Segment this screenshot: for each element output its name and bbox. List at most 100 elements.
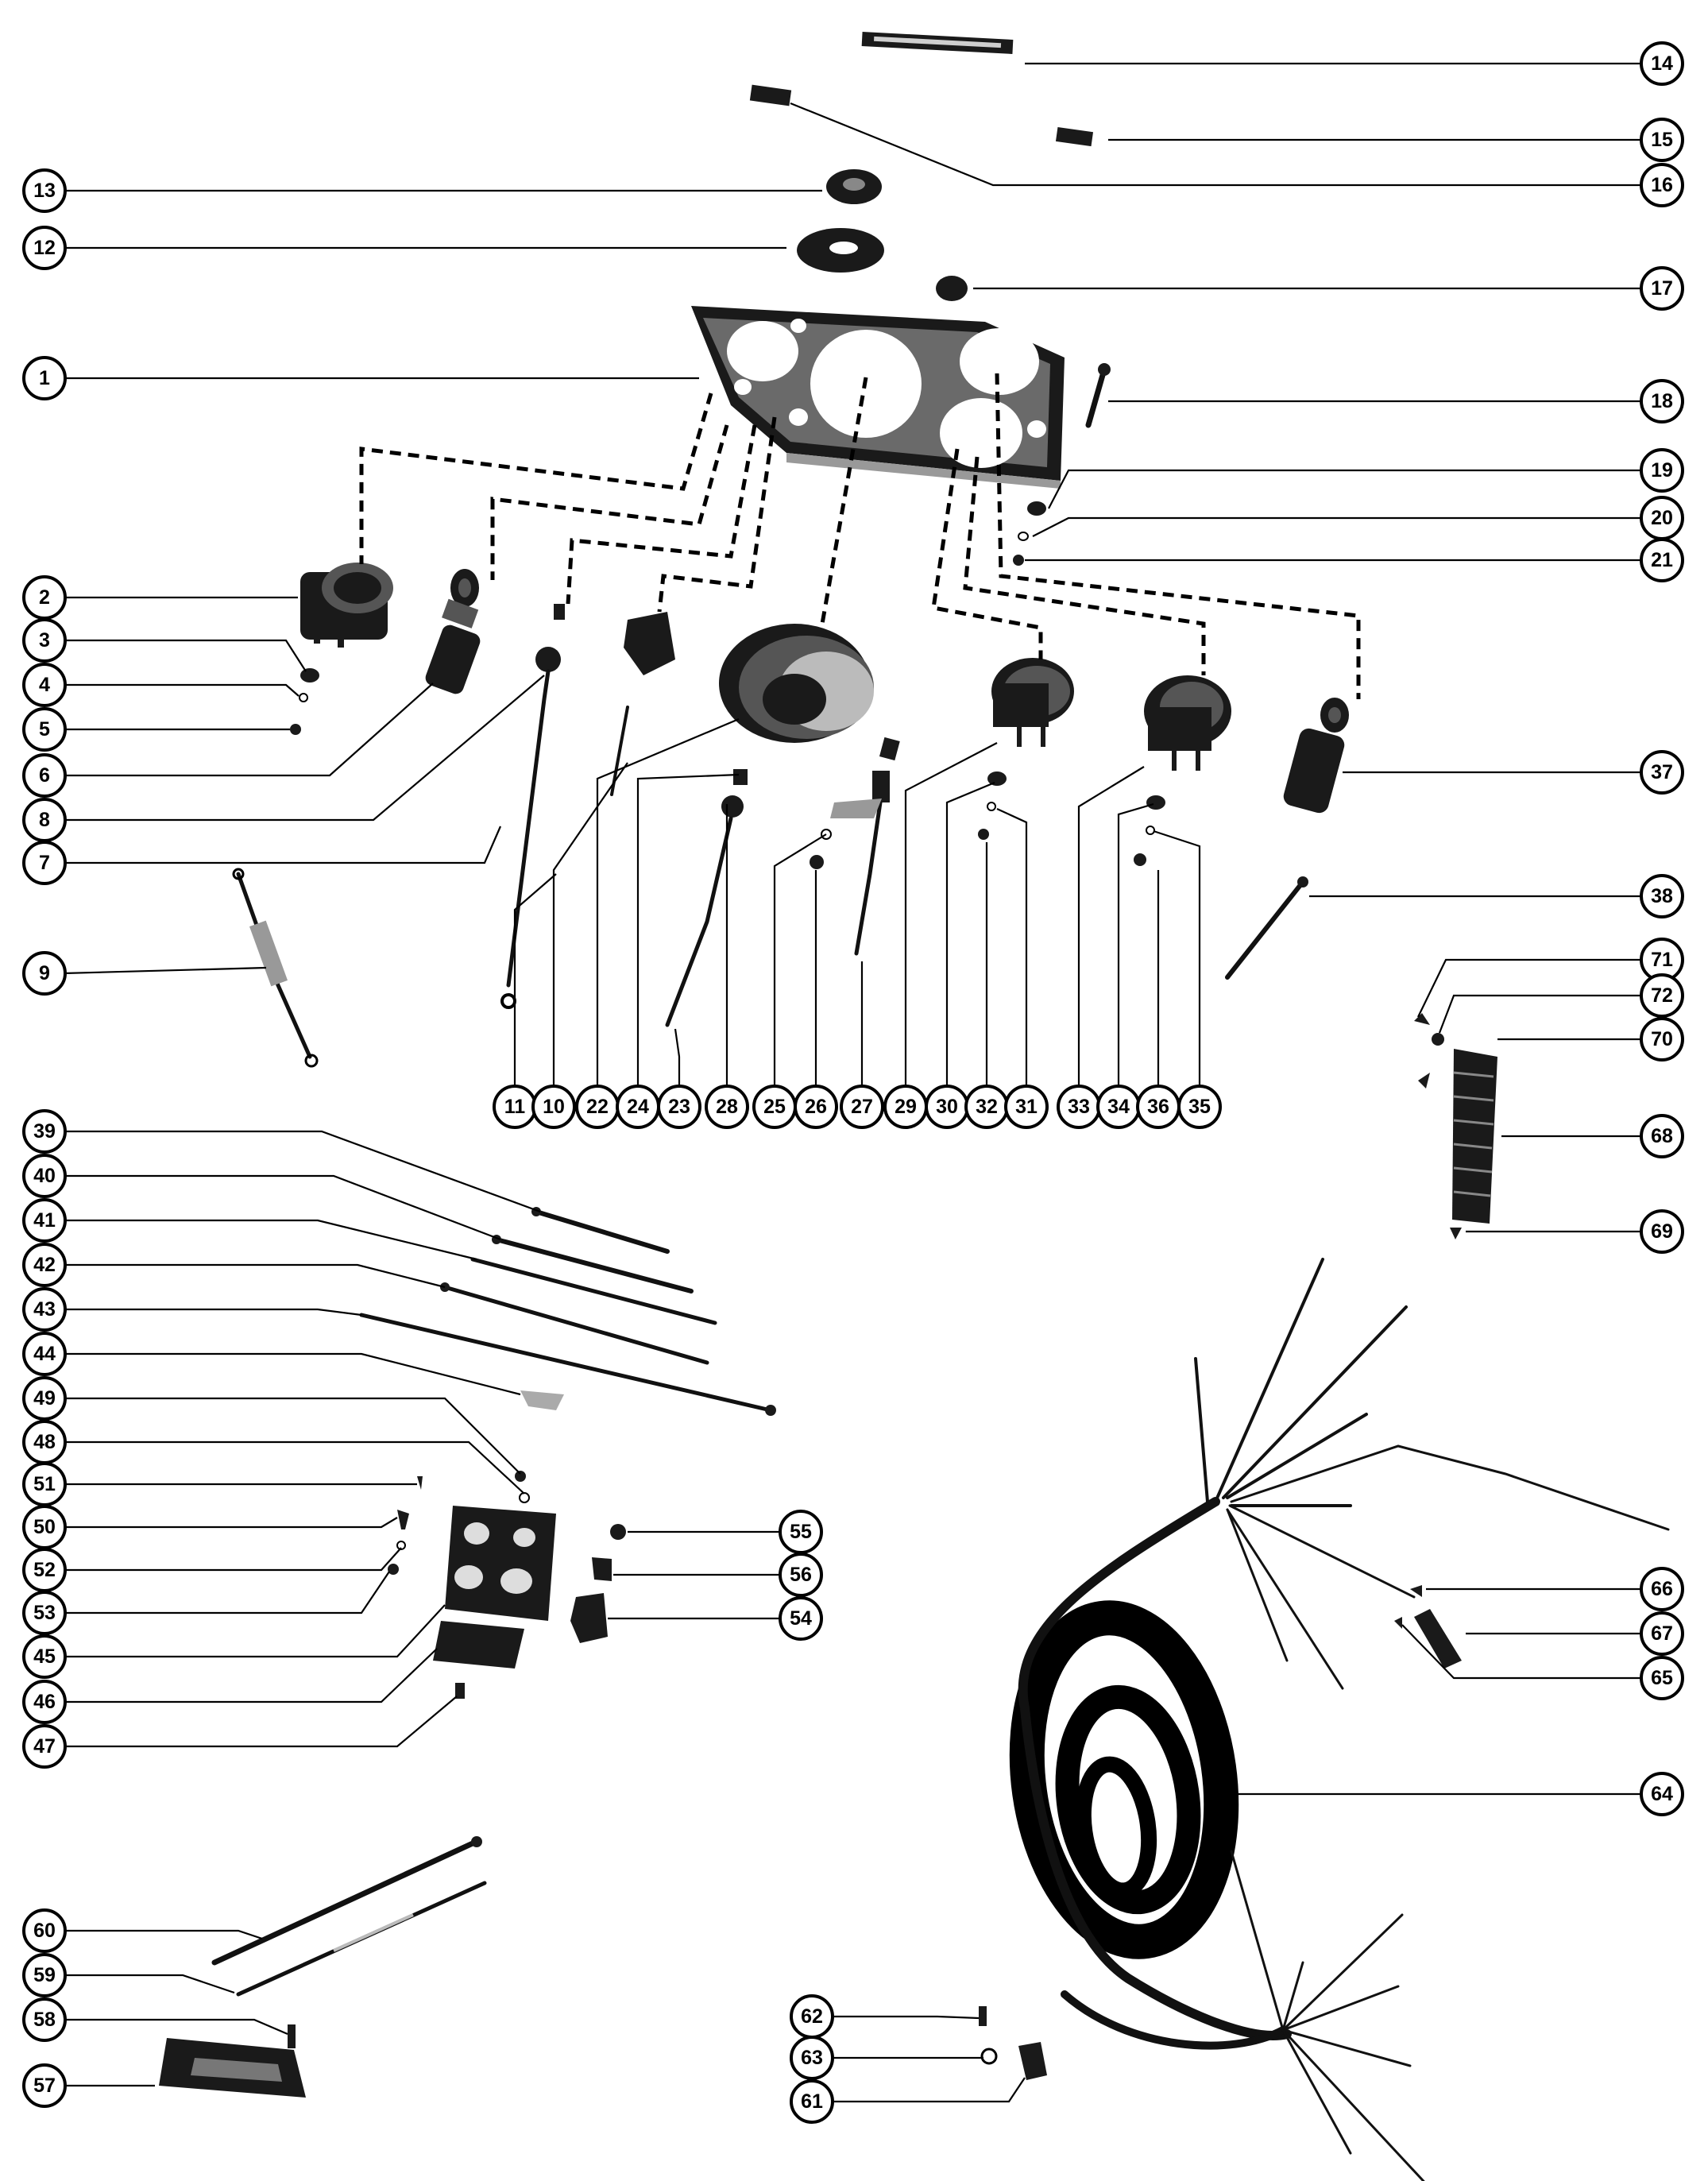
part-20-washer: [1018, 532, 1029, 541]
callout-36: 36: [1136, 1085, 1181, 1129]
svg-text:12: 12: [33, 237, 56, 259]
part-32-nut: [978, 829, 989, 840]
callout-20: 20: [1640, 496, 1684, 540]
callout-29: 29: [883, 1085, 928, 1129]
callout-28: 28: [705, 1085, 749, 1129]
part-47-screw: [455, 1683, 465, 1699]
part-68-boot: [1452, 1049, 1497, 1224]
callout-14: 14: [1640, 41, 1684, 86]
part-70-screw: [1418, 1073, 1430, 1089]
callout-60: 60: [22, 1908, 67, 1953]
callout-3: 3: [22, 618, 67, 663]
callout-38: 38: [1640, 874, 1684, 918]
callout-33: 33: [1057, 1085, 1101, 1129]
callout-34: 34: [1096, 1085, 1141, 1129]
callout-44: 44: [22, 1332, 67, 1376]
svg-text:70: 70: [1651, 1028, 1673, 1050]
callout-67: 67: [1640, 1611, 1684, 1656]
callout-5: 5: [22, 707, 67, 752]
part-23-wire: [665, 795, 744, 1027]
svg-text:14: 14: [1651, 52, 1673, 75]
callout-40: 40: [22, 1154, 67, 1198]
svg-text:45: 45: [33, 1645, 56, 1668]
svg-text:11: 11: [504, 1096, 526, 1118]
callout-61: 61: [790, 2079, 834, 2124]
part-63-washer: [980, 2048, 998, 2065]
callout-66: 66: [1640, 1567, 1684, 1611]
callout-52: 52: [22, 1548, 67, 1592]
svg-text:69: 69: [1651, 1220, 1673, 1243]
svg-text:41: 41: [33, 1209, 56, 1232]
callout-31: 31: [1004, 1085, 1049, 1129]
part-28-plug: [879, 737, 900, 761]
part-24-tachometer: [719, 624, 874, 743]
callout-10: 10: [531, 1085, 576, 1129]
part-61-clamp: [1018, 2042, 1047, 2080]
callout-55: 55: [779, 1510, 823, 1554]
svg-text:9: 9: [39, 962, 50, 984]
part-41-wire: [470, 1257, 717, 1325]
callout-72: 72: [1640, 973, 1684, 1018]
part-39-wire: [531, 1207, 670, 1254]
part-51-screw: [417, 1476, 423, 1490]
part-54-connector: [570, 1593, 608, 1643]
part-69-screw: [1450, 1228, 1462, 1239]
part-25-nut: [733, 769, 748, 785]
callout-56: 56: [779, 1553, 823, 1597]
part-40-wire: [492, 1235, 694, 1294]
svg-text:31: 31: [1015, 1096, 1038, 1118]
svg-text:33: 33: [1068, 1096, 1090, 1118]
part-3-nut: [300, 668, 319, 683]
part-62-screw: [979, 2006, 987, 2026]
part-19-nut: [1027, 501, 1046, 516]
svg-text:72: 72: [1651, 984, 1673, 1007]
svg-text:5: 5: [39, 718, 50, 741]
callout-27: 27: [840, 1085, 884, 1129]
part-30-nut: [987, 771, 1007, 786]
callout-9: 9: [22, 951, 67, 996]
svg-text:67: 67: [1651, 1622, 1673, 1645]
part-26-washer: [821, 829, 832, 840]
svg-text:56: 56: [790, 1564, 812, 1586]
callout-7: 7: [22, 841, 67, 885]
callout-16: 16: [1640, 163, 1684, 207]
callout-30: 30: [925, 1085, 969, 1129]
svg-text:66: 66: [1651, 1578, 1673, 1600]
callout-23: 23: [657, 1085, 701, 1129]
part-49-nut: [515, 1471, 526, 1482]
svg-text:37: 37: [1651, 761, 1673, 783]
part-66-terminal: [1410, 1585, 1422, 1597]
part-37-switch: [1283, 698, 1349, 814]
callout-8: 8: [22, 798, 67, 842]
assembly-lines: [359, 373, 1361, 699]
callout-53: 53: [22, 1591, 67, 1635]
svg-text:60: 60: [33, 1920, 56, 1942]
svg-text:30: 30: [936, 1096, 958, 1118]
svg-text:18: 18: [1651, 390, 1673, 412]
svg-text:1: 1: [39, 367, 50, 389]
svg-text:49: 49: [33, 1387, 56, 1410]
part-22-switch: [610, 612, 675, 796]
callout-24: 24: [616, 1085, 660, 1129]
svg-text:35: 35: [1188, 1096, 1211, 1118]
svg-text:53: 53: [33, 1602, 56, 1624]
svg-text:44: 44: [33, 1343, 56, 1365]
svg-text:7: 7: [39, 852, 50, 874]
part-53-nut: [388, 1564, 399, 1575]
callout-59: 59: [22, 1953, 67, 1997]
svg-text:36: 36: [1147, 1096, 1169, 1118]
svg-text:58: 58: [33, 2009, 56, 2031]
part-36-nut: [1134, 853, 1146, 866]
svg-text:2: 2: [39, 586, 50, 609]
callout-47: 47: [22, 1724, 67, 1769]
svg-text:68: 68: [1651, 1125, 1673, 1147]
svg-text:63: 63: [801, 2047, 823, 2069]
callout-50: 50: [22, 1505, 67, 1549]
svg-text:48: 48: [33, 1431, 56, 1453]
callout-48: 48: [22, 1420, 67, 1464]
callout-25: 25: [752, 1085, 797, 1129]
callout-17: 17: [1640, 266, 1684, 311]
svg-text:32: 32: [976, 1096, 998, 1118]
svg-text:4: 4: [39, 674, 50, 696]
svg-text:64: 64: [1651, 1783, 1673, 1805]
